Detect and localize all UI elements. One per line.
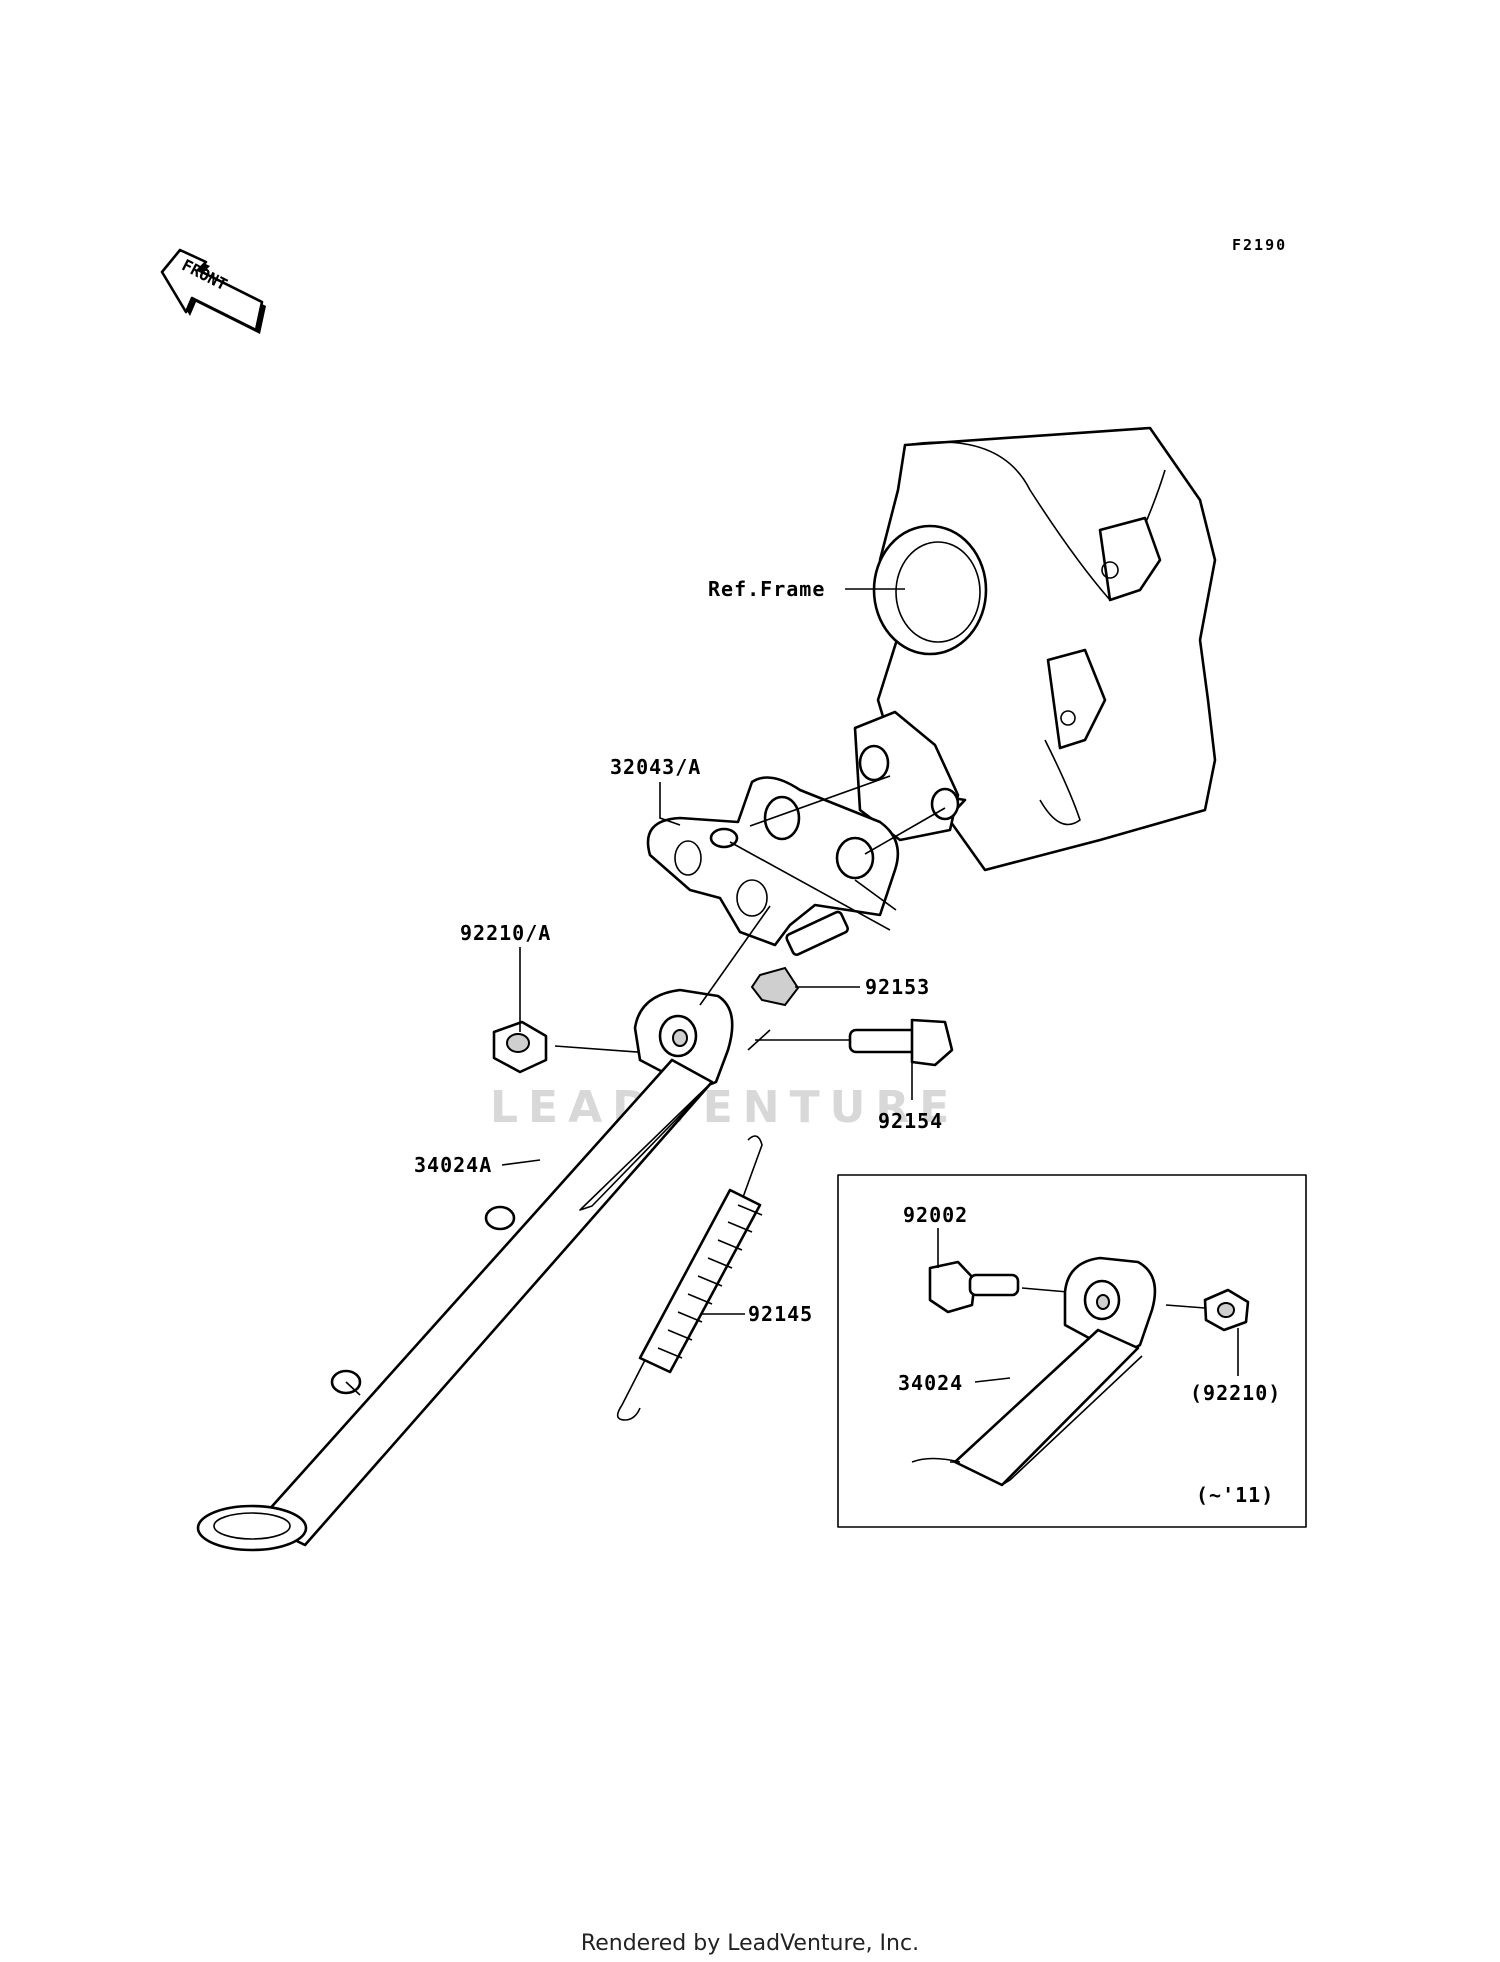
label-ref-frame: Ref.Frame <box>708 577 825 601</box>
watermark: LEADVENTURE <box>490 1082 959 1133</box>
label-32043-a: 32043/A <box>610 755 701 779</box>
bracket-32043 <box>646 775 946 947</box>
label-34024a: 34024A <box>414 1153 492 1177</box>
bolt-92153 <box>750 910 850 1007</box>
diagram-code: F2190 <box>1232 236 1287 254</box>
front-arrow-icon: FRONT <box>160 248 266 334</box>
footer-credit: Rendered by LeadVenture, Inc. <box>581 1931 919 1956</box>
label-inset-note: (~'11) <box>1196 1483 1274 1507</box>
label-92210-a: 92210/A <box>460 921 551 945</box>
inset-box <box>837 1174 1307 1528</box>
label-92145: 92145 <box>748 1302 813 1326</box>
spring-92145 <box>616 1135 763 1421</box>
label-92153: 92153 <box>865 975 930 999</box>
frame-reference <box>853 426 1217 872</box>
bolt-92154 <box>755 1018 954 1067</box>
leader-lines <box>501 588 1239 1383</box>
label-34024: 34024 <box>898 1371 963 1395</box>
label-92210: (92210) <box>1190 1381 1281 1405</box>
inset-parts <box>911 1256 1250 1487</box>
side-stand-34024a <box>196 905 771 1552</box>
label-92154: 92154 <box>878 1109 943 1133</box>
label-92002: 92002 <box>903 1203 968 1227</box>
